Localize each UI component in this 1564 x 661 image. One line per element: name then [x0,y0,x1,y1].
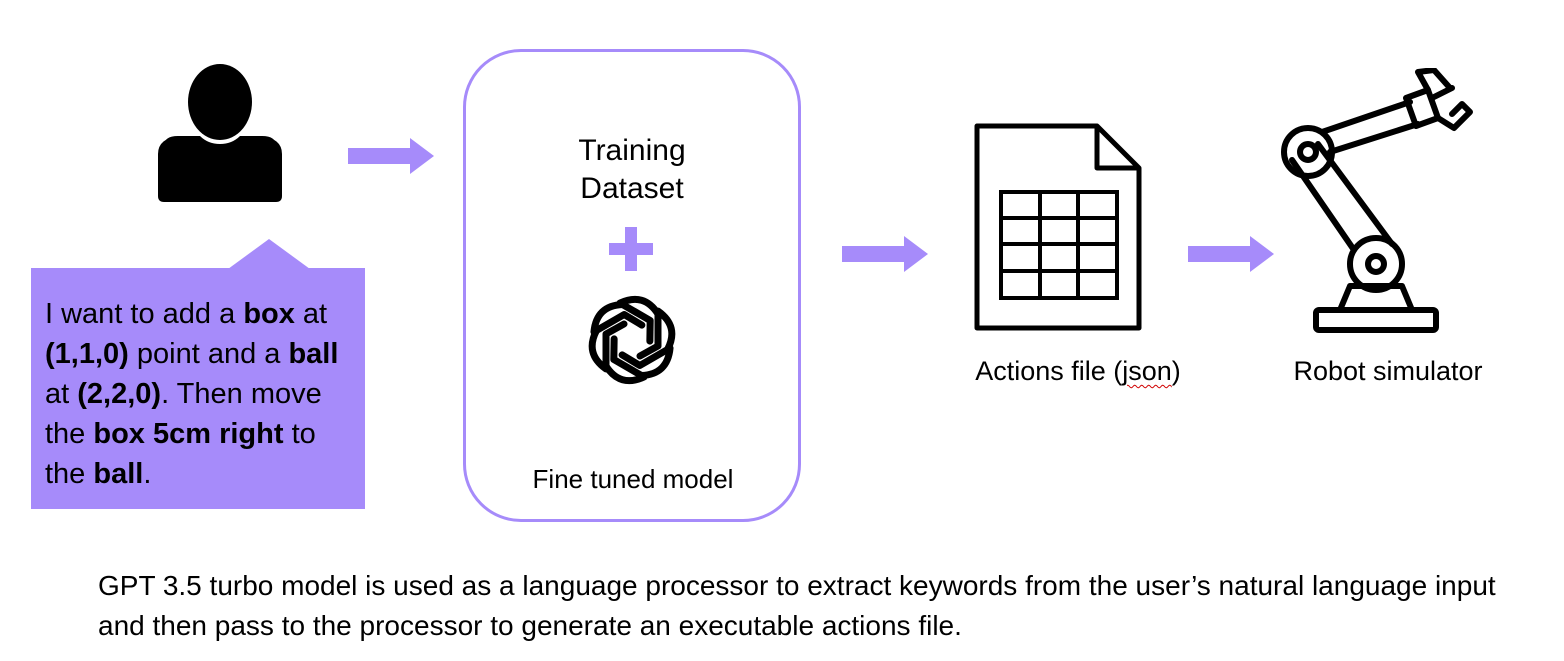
arrow-right-icon [842,236,928,272]
user-request-bubble: I want to add a box at (1,1,0) point and… [31,268,365,509]
request-text-segment: at [45,378,78,410]
request-keyword: box 5cm right [93,418,284,450]
actions-file-label: Actions file (json) [940,354,1216,388]
robot-arm-icon [1281,68,1473,333]
actions-file-label-suffix: ) [1171,356,1181,386]
request-keyword: box [243,298,295,330]
arrow-right-icon [1188,236,1274,272]
request-text-segment: . [143,458,152,490]
actions-file-label-json: json [1122,356,1172,386]
request-text-segment: . Then move the [45,378,322,450]
request-text-segment: to the [45,418,316,490]
request-keyword: (1,1,0) [45,338,129,370]
request-text-segment: at [294,298,328,330]
training-dataset-title: Training Dataset [532,132,732,208]
speech-bubble-tail [228,239,310,269]
spreadsheet-file-icon [974,123,1142,331]
fine-tuned-model-label: Fine tuned model [532,464,734,494]
training-dataset-line-2: Dataset [580,172,684,205]
robot-simulator-label: Robot simulator [1293,356,1483,386]
user-request-text: I want to add a box at (1,1,0) point and… [45,294,353,494]
request-keyword: ball [93,458,144,490]
request-keyword: ball [288,338,339,370]
request-text-segment: point and a [128,338,289,370]
training-dataset-line-1: Training [578,134,686,167]
plus-icon [609,227,653,271]
diagram-caption: GPT 3.5 turbo model is used as a languag… [98,570,1496,641]
user-icon [158,64,282,202]
fine-tuned-model-box [463,49,801,522]
request-text-segment: I want to add a [45,298,244,330]
arrow-right-icon [348,138,434,174]
request-keyword: (2,2,0) [77,378,162,410]
openai-logo-icon [582,290,682,390]
actions-file-label-prefix: Actions file ( [975,356,1123,386]
